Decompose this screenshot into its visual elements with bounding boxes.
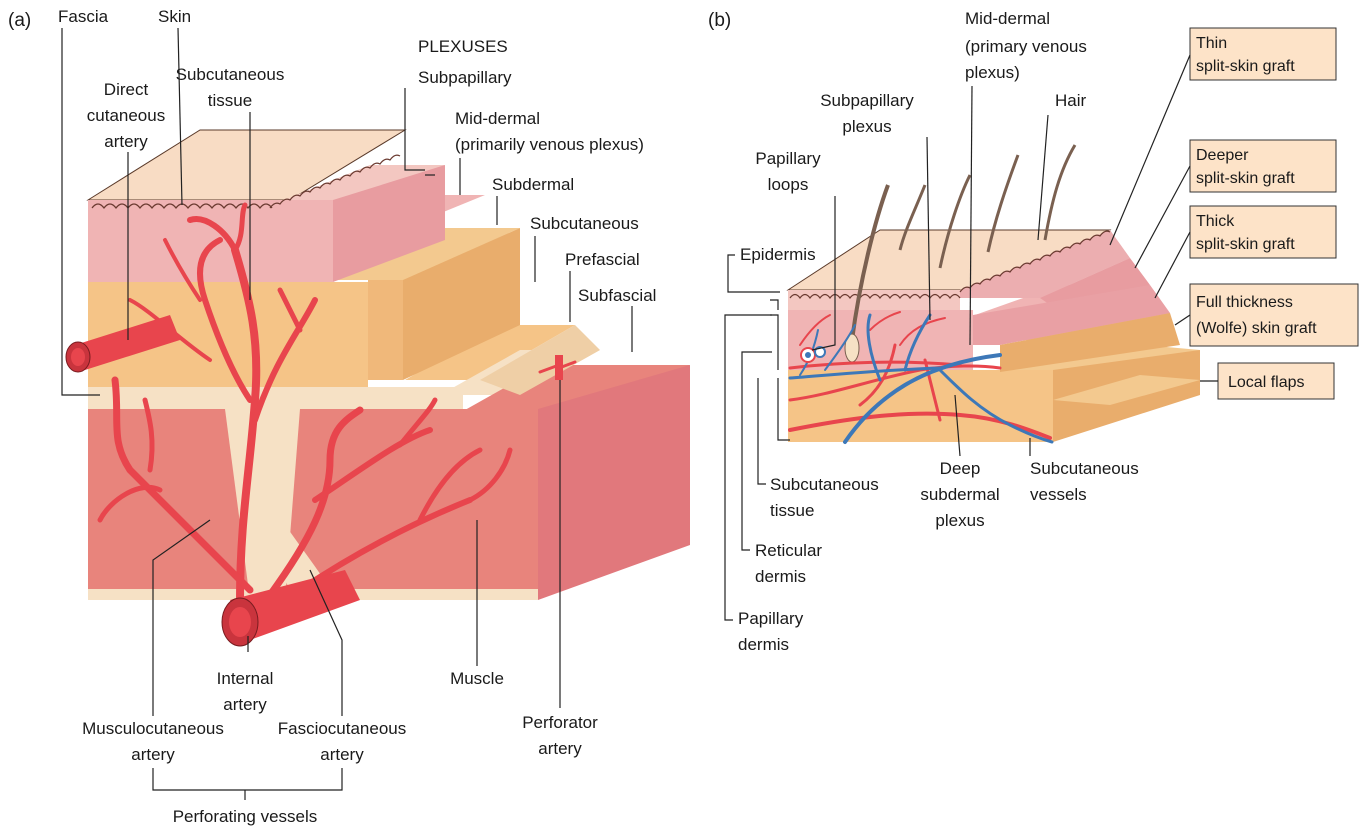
subcutaneous-label: Subcutaneous	[530, 214, 639, 233]
graft-thin-1: Thin	[1196, 35, 1227, 52]
subdermal-label: Subdermal	[492, 175, 574, 194]
subcut-tissue-label-1: Subcutaneous	[176, 65, 285, 84]
b-mid-dermal-3: plexus)	[965, 63, 1020, 82]
direct-cutaneous-label-3: artery	[104, 132, 148, 151]
b-papillary-loops-2: loops	[768, 175, 809, 194]
b-subcut-tissue-1: Subcutaneous	[770, 475, 879, 494]
b-subcut-vessels-2: vessels	[1030, 485, 1087, 504]
graft-deeper-1: Deeper	[1196, 147, 1249, 164]
direct-cutaneous-label-2: cutaneous	[87, 106, 165, 125]
dermis-front	[88, 200, 333, 282]
graft-full-2: (Wolfe) skin graft	[1196, 320, 1317, 337]
graft-thin-2: split-skin graft	[1196, 58, 1295, 75]
skin-label: Skin	[158, 7, 191, 26]
b-papillary-loops-1: Papillary	[755, 149, 821, 168]
perforating-vessels-label: Perforating vessels	[173, 807, 318, 826]
subpapillary-label: Subpapillary	[418, 68, 512, 87]
b-subcut-front	[788, 370, 1053, 442]
b-epidermis-front	[788, 290, 960, 310]
b-subpapillary-2: plexus	[842, 117, 891, 136]
b-subpapillary-1: Subpapillary	[820, 91, 914, 110]
internal-artery-label-1: Internal	[217, 669, 274, 688]
musculocutaneous-label-2: artery	[131, 745, 175, 764]
graft-deeper-2: split-skin graft	[1196, 170, 1295, 187]
b-subcut-tissue-2: tissue	[770, 501, 814, 520]
perforator-label-1: Perforator	[522, 713, 598, 732]
panel-b-tag: (b)	[708, 10, 731, 31]
fascia-label: Fascia	[58, 7, 109, 26]
panel-a-tag: (a)	[8, 10, 31, 31]
b-mid-dermal-2: (primary venous	[965, 37, 1087, 56]
graft-thick-2: split-skin graft	[1196, 236, 1295, 253]
b-deep-subdermal-2: subdermal	[920, 485, 999, 504]
fasciocutaneous-label-1: Fasciocutaneous	[278, 719, 407, 738]
direct-cutaneous-label-1: Direct	[104, 80, 149, 99]
graft-deeper-box: Deeper split-skin graft	[1190, 140, 1336, 192]
mid-dermal-label-1: Mid-dermal	[455, 109, 540, 128]
graft-thick-1: Thick	[1196, 213, 1235, 230]
musculocutaneous-label-1: Musculocutaneous	[82, 719, 224, 738]
b-subcut-vessels-1: Subcutaneous	[1030, 459, 1139, 478]
prefascial-label: Prefascial	[565, 250, 640, 269]
b-hair-label: Hair	[1055, 91, 1087, 110]
subcut-tissue-label-2: tissue	[208, 91, 252, 110]
fasciocutaneous-label-2: artery	[320, 745, 364, 764]
local-flaps-label: Local flaps	[1228, 374, 1305, 391]
subcut-step-front	[368, 280, 403, 380]
local-flaps-box: Local flaps	[1218, 363, 1334, 399]
b-reticular-1: Reticular	[755, 541, 822, 560]
graft-full-1: Full thickness	[1196, 294, 1293, 311]
subfascial-label: Subfascial	[578, 286, 656, 305]
b-epidermis-label: Epidermis	[740, 245, 816, 264]
mid-dermal-label-2: (primarily venous plexus)	[455, 135, 644, 154]
plexuses-heading: PLEXUSES	[418, 37, 508, 56]
b-reticular-2: dermis	[755, 567, 806, 586]
graft-full-box: Full thickness (Wolfe) skin graft	[1190, 284, 1358, 346]
graft-thin-box: Thin split-skin graft	[1190, 28, 1336, 80]
muscle-label: Muscle	[450, 669, 504, 688]
b-deep-subdermal-3: plexus	[935, 511, 984, 530]
internal-artery-label-2: artery	[223, 695, 267, 714]
perforator-label-2: artery	[538, 739, 582, 758]
b-mid-dermal-1: Mid-dermal	[965, 9, 1050, 28]
b-papillary-dermis-1: Papillary	[738, 609, 804, 628]
b-deep-subdermal-1: Deep	[940, 459, 981, 478]
panel-b: (b)	[708, 9, 1358, 654]
b-papillary-dermis-2: dermis	[738, 635, 789, 654]
panel-a: (a)	[8, 7, 690, 826]
graft-thick-box: Thick split-skin graft	[1190, 206, 1336, 258]
